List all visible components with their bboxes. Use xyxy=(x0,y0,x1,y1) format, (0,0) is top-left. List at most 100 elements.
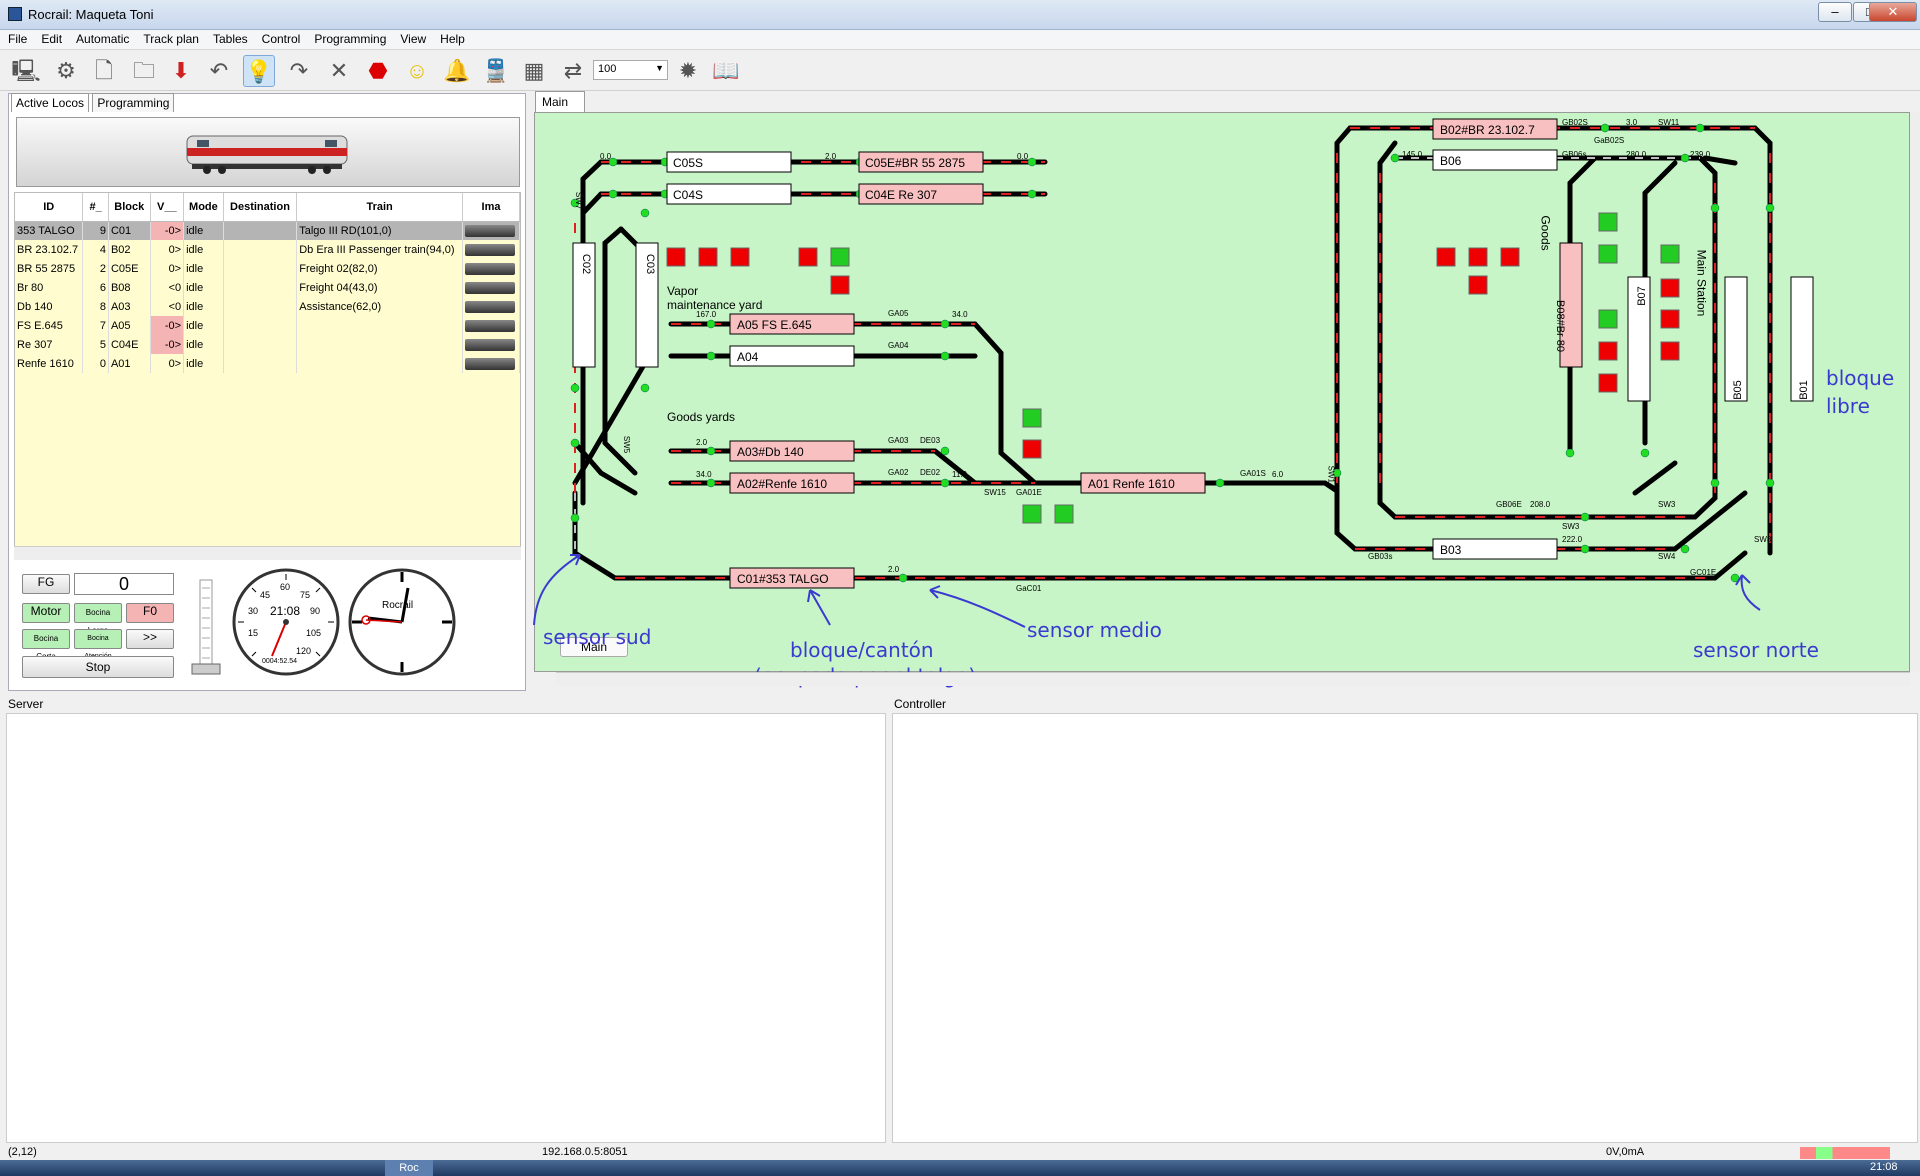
cell-id: BR 23.102.7 xyxy=(15,240,84,259)
lightbulb-icon[interactable]: 💡 xyxy=(243,55,275,87)
block-a05[interactable] xyxy=(729,313,855,335)
col-image[interactable]: Ima xyxy=(462,193,520,222)
label-main-station: Main Station xyxy=(1694,249,1709,317)
motor-button[interactable]: Motor xyxy=(22,603,70,623)
taskbar-rocrail[interactable]: Roc xyxy=(385,1160,433,1176)
menu-programming[interactable]: Programming xyxy=(314,32,387,46)
label-sw11: SW11 xyxy=(1658,118,1680,127)
connect-icon[interactable]: 🖳 xyxy=(11,58,41,83)
menu-edit[interactable]: Edit xyxy=(41,32,63,46)
new-file-icon[interactable]: 🗋 xyxy=(95,58,113,83)
bocina-atencion-button[interactable]: Bocina Atención xyxy=(74,629,122,660)
undo-icon[interactable]: ↶ xyxy=(209,58,229,83)
tab-programming[interactable]: Programming xyxy=(92,93,175,112)
value-c05-mid: 2.0 xyxy=(825,152,837,161)
block-c03[interactable] xyxy=(635,242,659,368)
col-id[interactable]: ID xyxy=(15,193,84,222)
cell-v: -0> xyxy=(150,221,185,240)
block-b05[interactable] xyxy=(1724,276,1748,402)
col-num[interactable]: #_ xyxy=(82,193,109,222)
menu-control[interactable]: Control xyxy=(261,32,301,46)
shuffle-icon[interactable]: ⇄ xyxy=(563,58,583,83)
redo-icon[interactable]: ↷ xyxy=(289,58,309,83)
track-plan-scrollbar-v[interactable] xyxy=(1910,112,1920,672)
speed-slider[interactable] xyxy=(188,578,224,678)
menu-view[interactable]: View xyxy=(400,32,427,46)
block-a03[interactable] xyxy=(729,440,855,462)
block-b03[interactable] xyxy=(1432,538,1558,560)
cell-train: Db Era III Passenger train(94,0) xyxy=(296,240,464,259)
menu-tables[interactable]: Tables xyxy=(212,32,248,46)
block-a01[interactable] xyxy=(1080,472,1206,494)
more-functions-button[interactable]: >> xyxy=(126,629,174,649)
main-subtab[interactable]: Main xyxy=(560,637,628,657)
tab-main[interactable]: Main xyxy=(535,91,585,112)
gear-icon[interactable]: ✹ xyxy=(678,58,698,83)
cell-mode: idle xyxy=(183,259,224,278)
block-c04s[interactable] xyxy=(666,183,792,205)
label-gb02s: GB02S xyxy=(1562,118,1588,127)
tab-active-locos[interactable]: Active Locos xyxy=(11,93,90,112)
cell-dest xyxy=(223,297,298,316)
col-v[interactable]: V__ xyxy=(150,193,185,222)
block-c02[interactable] xyxy=(572,242,596,368)
fg-button[interactable]: FG xyxy=(22,574,70,594)
col-train[interactable]: Train xyxy=(296,193,464,222)
menu-track-plan[interactable]: Track plan xyxy=(143,32,199,46)
value-a05-start: 167.0 xyxy=(696,310,717,319)
book-icon[interactable]: 📖 xyxy=(712,58,740,83)
open-folder-icon[interactable]: 🗀 xyxy=(132,58,155,83)
menu-help[interactable]: Help xyxy=(440,32,465,46)
smiley-icon[interactable]: ☺ xyxy=(405,58,429,83)
col-block[interactable]: Block xyxy=(108,193,151,222)
bocina-larga-button[interactable]: Bocina Larga xyxy=(74,603,122,635)
zoom-select[interactable]: 100▼ xyxy=(593,60,668,80)
save-icon[interactable]: ⬇ xyxy=(171,58,191,83)
close-button[interactable]: ✕ xyxy=(1869,2,1917,22)
menu-file[interactable]: File xyxy=(8,32,28,46)
bell-icon[interactable]: 🔔 xyxy=(443,58,471,83)
loco-table-scrollbar[interactable] xyxy=(14,546,521,560)
track-plan-scrollbar-h[interactable] xyxy=(556,672,1910,686)
block-c05e[interactable] xyxy=(858,151,984,173)
cancel-icon[interactable]: ✕ xyxy=(329,58,349,83)
server-pane[interactable] xyxy=(6,713,886,1143)
grid-icon[interactable]: ▦ xyxy=(523,58,545,83)
emergency-stop-icon[interactable]: ⬣ xyxy=(368,58,388,83)
settings-icon[interactable]: ⚙ xyxy=(56,58,76,83)
block-c05s[interactable] xyxy=(666,151,792,173)
tick-30: 30 xyxy=(248,606,259,616)
block-c04e[interactable] xyxy=(858,183,984,205)
block-b01[interactable] xyxy=(1790,276,1814,402)
block-c01[interactable] xyxy=(729,567,855,589)
f0-button[interactable]: F0 xyxy=(126,603,174,623)
block-b07[interactable] xyxy=(1627,276,1651,402)
block-b08[interactable] xyxy=(1559,242,1583,368)
block-b02[interactable] xyxy=(1432,118,1558,140)
cell-id: 353 TALGO xyxy=(15,221,84,240)
value-b02-end: 3.0 xyxy=(1626,118,1638,127)
block-a04[interactable] xyxy=(729,345,855,367)
label-de02: DE02 xyxy=(920,468,941,477)
minimize-button[interactable]: – xyxy=(1818,2,1852,22)
menu-automatic[interactable]: Automatic xyxy=(76,32,130,46)
stop-button[interactable]: Stop xyxy=(22,656,174,678)
controller-pane[interactable] xyxy=(892,713,1918,1143)
locomotive-icon[interactable]: 🚆 xyxy=(482,58,510,83)
col-mode[interactable]: Mode xyxy=(183,193,224,222)
block-b06[interactable] xyxy=(1432,149,1558,171)
bocina-corta-button[interactable]: Bocina Corta xyxy=(22,629,70,661)
block-a02[interactable] xyxy=(729,472,855,494)
col-destination[interactable]: Destination xyxy=(223,193,298,222)
value-a02-start: 34.0 xyxy=(696,470,712,479)
cell-num: 2 xyxy=(82,259,109,278)
cell-train: Freight 02(82,0) xyxy=(296,259,464,278)
